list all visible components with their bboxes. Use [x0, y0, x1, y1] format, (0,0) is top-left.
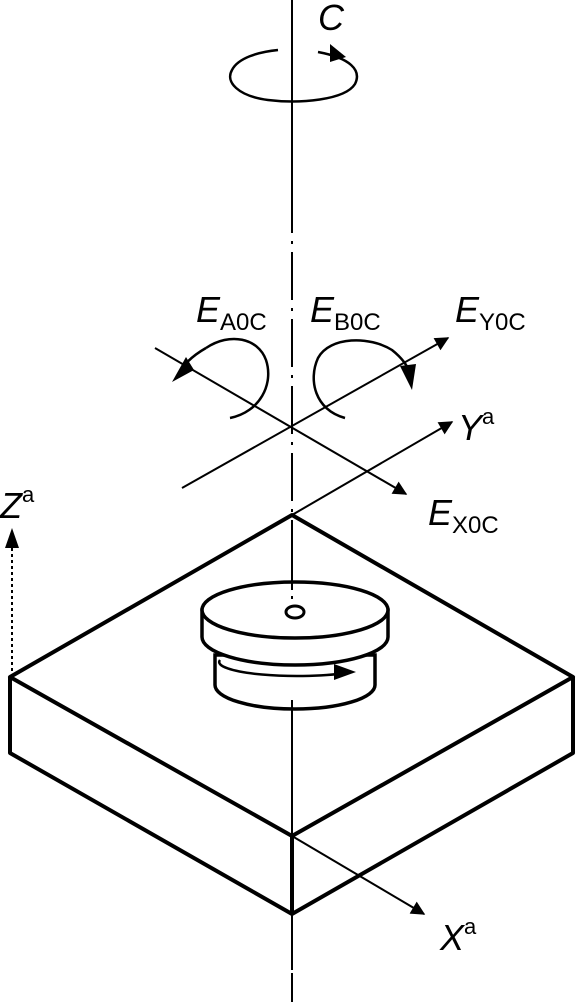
- cylinder: [200, 580, 390, 711]
- e-x0c-label: EX0C: [428, 492, 499, 539]
- e-y0c-label: EY0C: [455, 289, 526, 336]
- e-y0c-axis: [181, 337, 450, 489]
- x-a-axis: [291, 835, 426, 915]
- c-axis-label: C: [318, 0, 345, 38]
- e-x0c-axis: [154, 347, 408, 495]
- z-a-label: Za: [0, 482, 35, 526]
- e-a0c-rotation-arrow: [172, 337, 270, 420]
- y-a-axis: [291, 421, 454, 516]
- y-a-label: Ya: [458, 404, 495, 448]
- center-hole: [284, 604, 306, 620]
- z-a-axis: [5, 528, 19, 677]
- upper-cross-lines: [154, 337, 454, 516]
- e-b0c-rotation-arrow: [312, 339, 416, 420]
- c-rotation-arrow: [229, 44, 359, 103]
- e-b0c-label: EB0C: [310, 289, 381, 336]
- x-a-label: Xa: [439, 914, 477, 958]
- e-a0c-label: EA0C: [196, 289, 267, 336]
